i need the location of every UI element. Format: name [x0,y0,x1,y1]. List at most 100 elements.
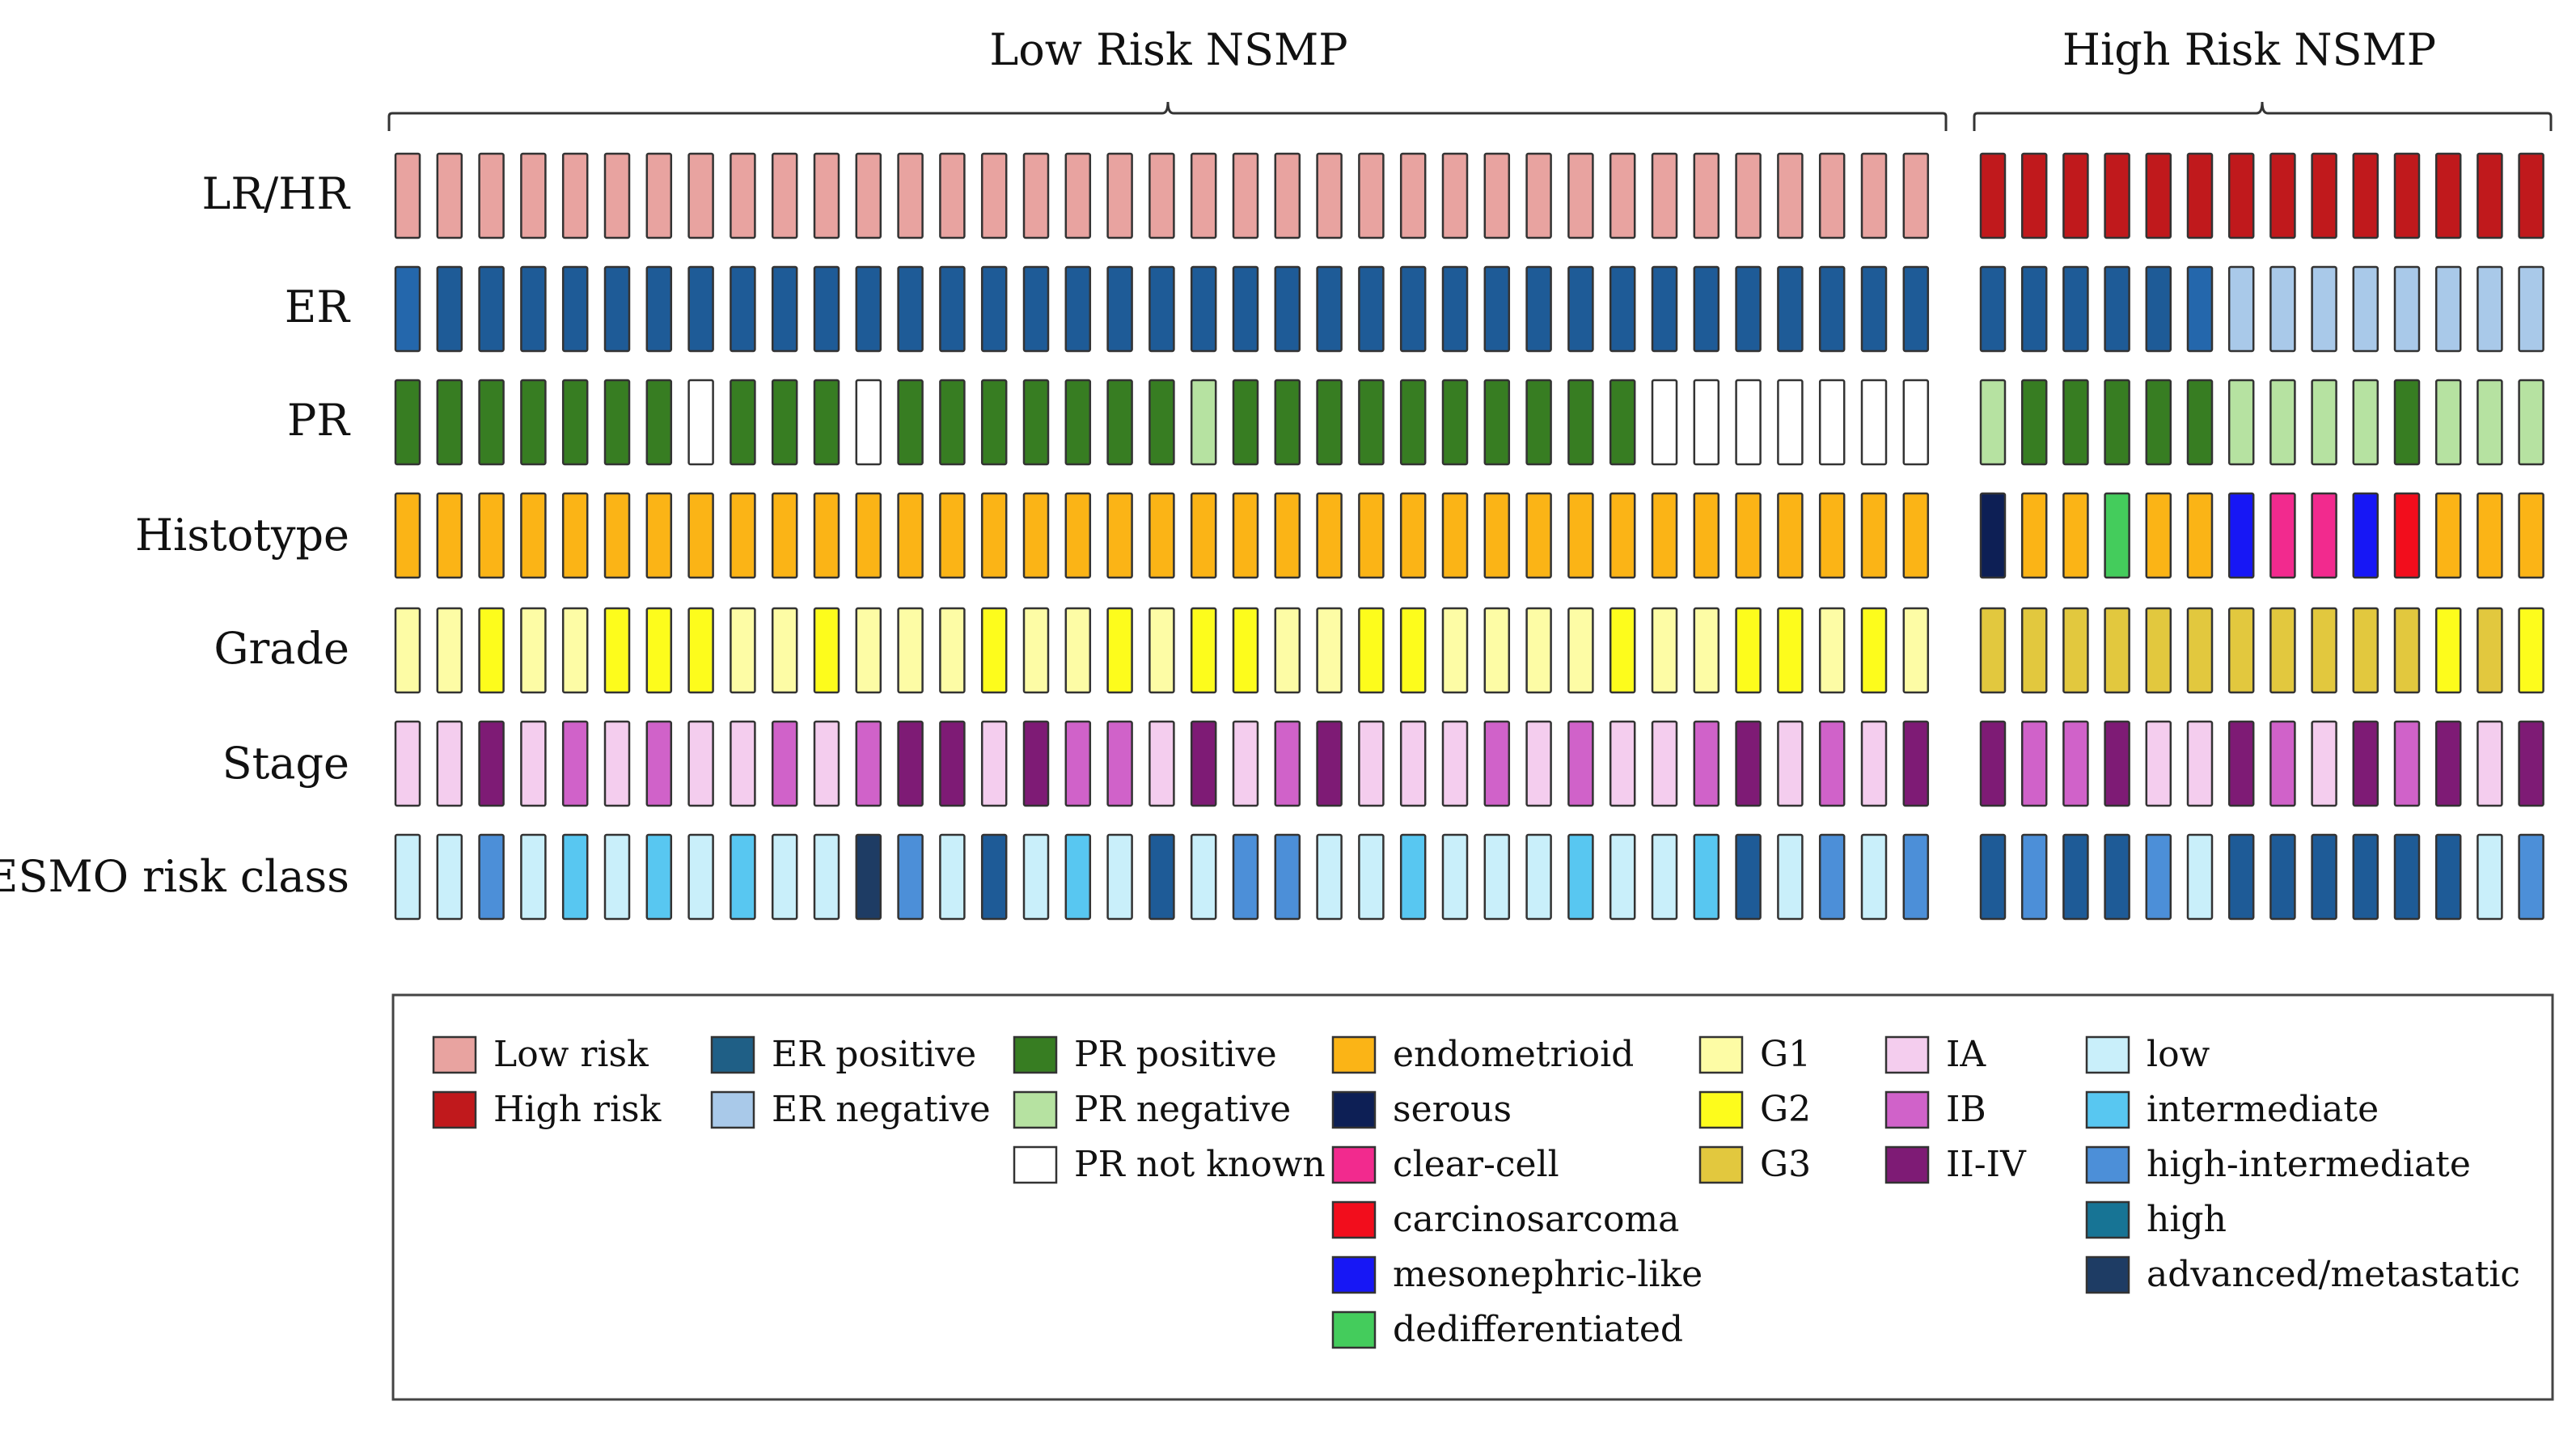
cell-low-hist-12 [897,492,924,579]
cell-high-hist-3 [2104,492,2130,579]
cell-low-esmo-15 [1022,833,1050,921]
cell-high-pr-9 [2352,379,2379,466]
cell-low-er-23 [1358,265,1385,353]
cell-low-grade-7 [687,607,714,694]
cell-low-lrhr-35 [1860,152,1888,239]
cell-high-stage-2 [2062,720,2089,807]
cell-high-esmo-4 [2145,833,2172,921]
low-risk-bracket [387,101,1948,131]
cell-low-grade-36 [1902,607,1930,694]
legend-label-4-1: G2 [1760,1089,1811,1130]
cell-low-hist-22 [1316,492,1343,579]
cell-low-grade-11 [855,607,882,694]
cell-low-grade-6 [645,607,673,694]
cell-low-lrhr-21 [1274,152,1301,239]
cell-low-grade-9 [771,607,798,694]
cell-low-hist-10 [813,492,840,579]
cell-low-stage-33 [1777,720,1804,807]
cell-high-stage-3 [2104,720,2130,807]
cell-low-esmo-9 [771,833,798,921]
cell-low-hist-24 [1399,492,1427,579]
cell-low-er-33 [1777,265,1804,353]
legend-label-6-1: intermediate [2147,1089,2379,1130]
cell-low-er-20 [1232,265,1259,353]
cell-high-er-7 [2269,265,2296,353]
cell-low-grade-15 [1022,607,1050,694]
cell-high-esmo-5 [2186,833,2214,921]
cell-low-er-0 [394,265,421,353]
cell-low-pr-6 [645,379,673,466]
cell-low-pr-0 [394,379,421,466]
cell-high-stage-10 [2393,720,2421,807]
cell-low-lrhr-8 [730,152,756,239]
cell-low-er-18 [1148,265,1175,353]
cell-low-stage-29 [1609,720,1636,807]
cell-low-esmo-24 [1399,833,1427,921]
cell-low-hist-23 [1358,492,1385,579]
cell-low-pr-19 [1190,379,1217,466]
cell-high-grade-2 [2062,607,2089,694]
cell-low-hist-36 [1902,492,1930,579]
cell-low-lrhr-11 [855,152,882,239]
cell-low-stage-1 [436,720,463,807]
cell-high-pr-6 [2227,379,2255,466]
cell-low-er-28 [1567,265,1594,353]
cell-high-er-13 [2518,265,2544,353]
cell-high-er-3 [2104,265,2130,353]
cell-low-esmo-6 [645,833,673,921]
cell-high-er-12 [2477,265,2503,353]
cell-low-hist-27 [1525,492,1552,579]
cell-high-grade-9 [2352,607,2379,694]
cell-low-esmo-27 [1525,833,1552,921]
cell-low-stage-6 [645,720,673,807]
cell-low-grade-17 [1106,607,1133,694]
cell-low-grade-19 [1190,607,1217,694]
legend-swatch-4-2 [1698,1145,1744,1184]
cell-low-er-32 [1735,265,1762,353]
cell-low-stage-25 [1441,720,1469,807]
cell-low-stage-2 [478,720,505,807]
cell-high-esmo-0 [1979,833,2007,921]
legend-label-3-5: dedifferentiated [1393,1309,1683,1350]
cell-low-grade-1 [436,607,463,694]
cell-low-hist-18 [1148,492,1175,579]
cell-low-esmo-2 [478,833,505,921]
cell-high-lrhr-4 [2145,152,2172,239]
cell-high-grade-0 [1979,607,2007,694]
cell-high-hist-6 [2227,492,2255,579]
cell-high-grade-7 [2269,607,2296,694]
cell-low-lrhr-26 [1483,152,1511,239]
cell-low-grade-12 [897,607,924,694]
cell-low-lrhr-22 [1316,152,1343,239]
cell-high-lrhr-3 [2104,152,2130,239]
cell-low-lrhr-31 [1693,152,1720,239]
cell-low-er-11 [855,265,882,353]
cell-high-hist-12 [2477,492,2503,579]
cell-high-esmo-3 [2104,833,2130,921]
legend-swatch-5-2 [1884,1145,1930,1184]
cell-low-lrhr-3 [520,152,547,239]
cell-low-pr-18 [1148,379,1175,466]
legend-label-4-2: G3 [1760,1144,1811,1185]
cell-high-er-0 [1979,265,2007,353]
cell-low-stage-11 [855,720,882,807]
legend-label-5-0: IA [1946,1034,1986,1075]
cell-low-stage-18 [1148,720,1175,807]
cell-low-grade-10 [813,607,840,694]
cell-high-grade-6 [2227,607,2255,694]
cell-high-er-5 [2186,265,2214,353]
legend-label-6-2: high-intermediate [2147,1144,2471,1185]
cell-low-pr-21 [1274,379,1301,466]
cell-high-lrhr-1 [2020,152,2048,239]
cell-high-stage-8 [2311,720,2337,807]
cell-low-hist-29 [1609,492,1636,579]
cell-low-hist-21 [1274,492,1301,579]
cell-low-esmo-33 [1777,833,1804,921]
cell-low-lrhr-17 [1106,152,1133,239]
cell-low-hist-35 [1860,492,1888,579]
cell-high-pr-11 [2434,379,2462,466]
row-label-esmo-risk-class: ESMO risk class [0,851,349,902]
row-label-er: ER [285,282,350,332]
cell-high-stage-1 [2020,720,2048,807]
cell-low-pr-13 [939,379,966,466]
